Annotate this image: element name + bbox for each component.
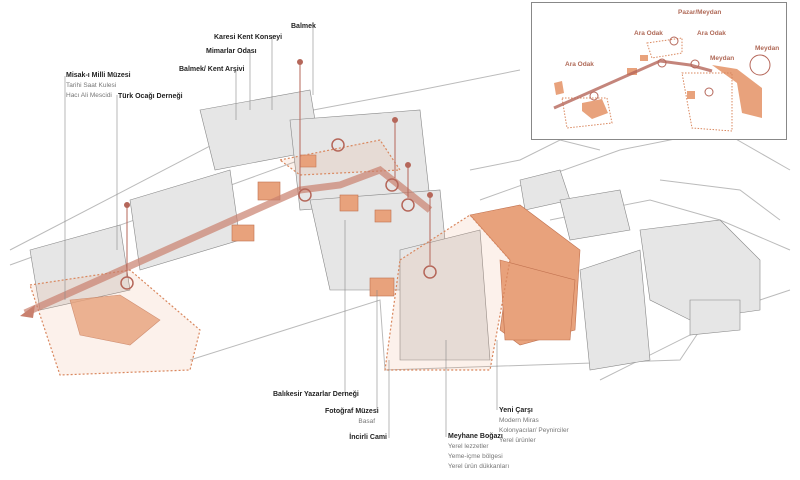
inset-label-ara-odak: Ara Odak <box>697 30 726 37</box>
inset-diagram <box>553 36 771 132</box>
label-karesi: Karesi Kent Konseyi <box>214 34 283 41</box>
inset-map: Pazar/Meydan Ara Odak Ara Odak Ara Odak … <box>531 2 787 140</box>
leader-lines <box>64 22 498 438</box>
inset-legend-meydan: Meydan <box>755 45 780 52</box>
district-boundaries <box>29 139 511 376</box>
label-mimarlar: Mimarlar Odası <box>206 48 257 55</box>
label-turk: Türk Ocağı Derneği <box>118 93 183 100</box>
inset-label-pazar: Pazar/Meydan <box>678 9 722 16</box>
inset-label-ara-odak: Ara Odak <box>634 30 663 37</box>
pins <box>124 59 433 277</box>
label-incirli: İncirli Cami <box>349 434 387 441</box>
highlighted-areas <box>69 154 581 346</box>
label-arsiv: Balmek/ Kent Arşivi <box>179 66 245 73</box>
inset-label-ara-odak: Ara Odak <box>565 61 594 68</box>
label-yazarlar: Balıkesir Yazarlar Derneği <box>273 391 359 398</box>
label-balmek: Balmek <box>291 23 316 30</box>
inset-label-meydan: Meydan <box>710 55 735 62</box>
route-arrow <box>20 166 433 318</box>
